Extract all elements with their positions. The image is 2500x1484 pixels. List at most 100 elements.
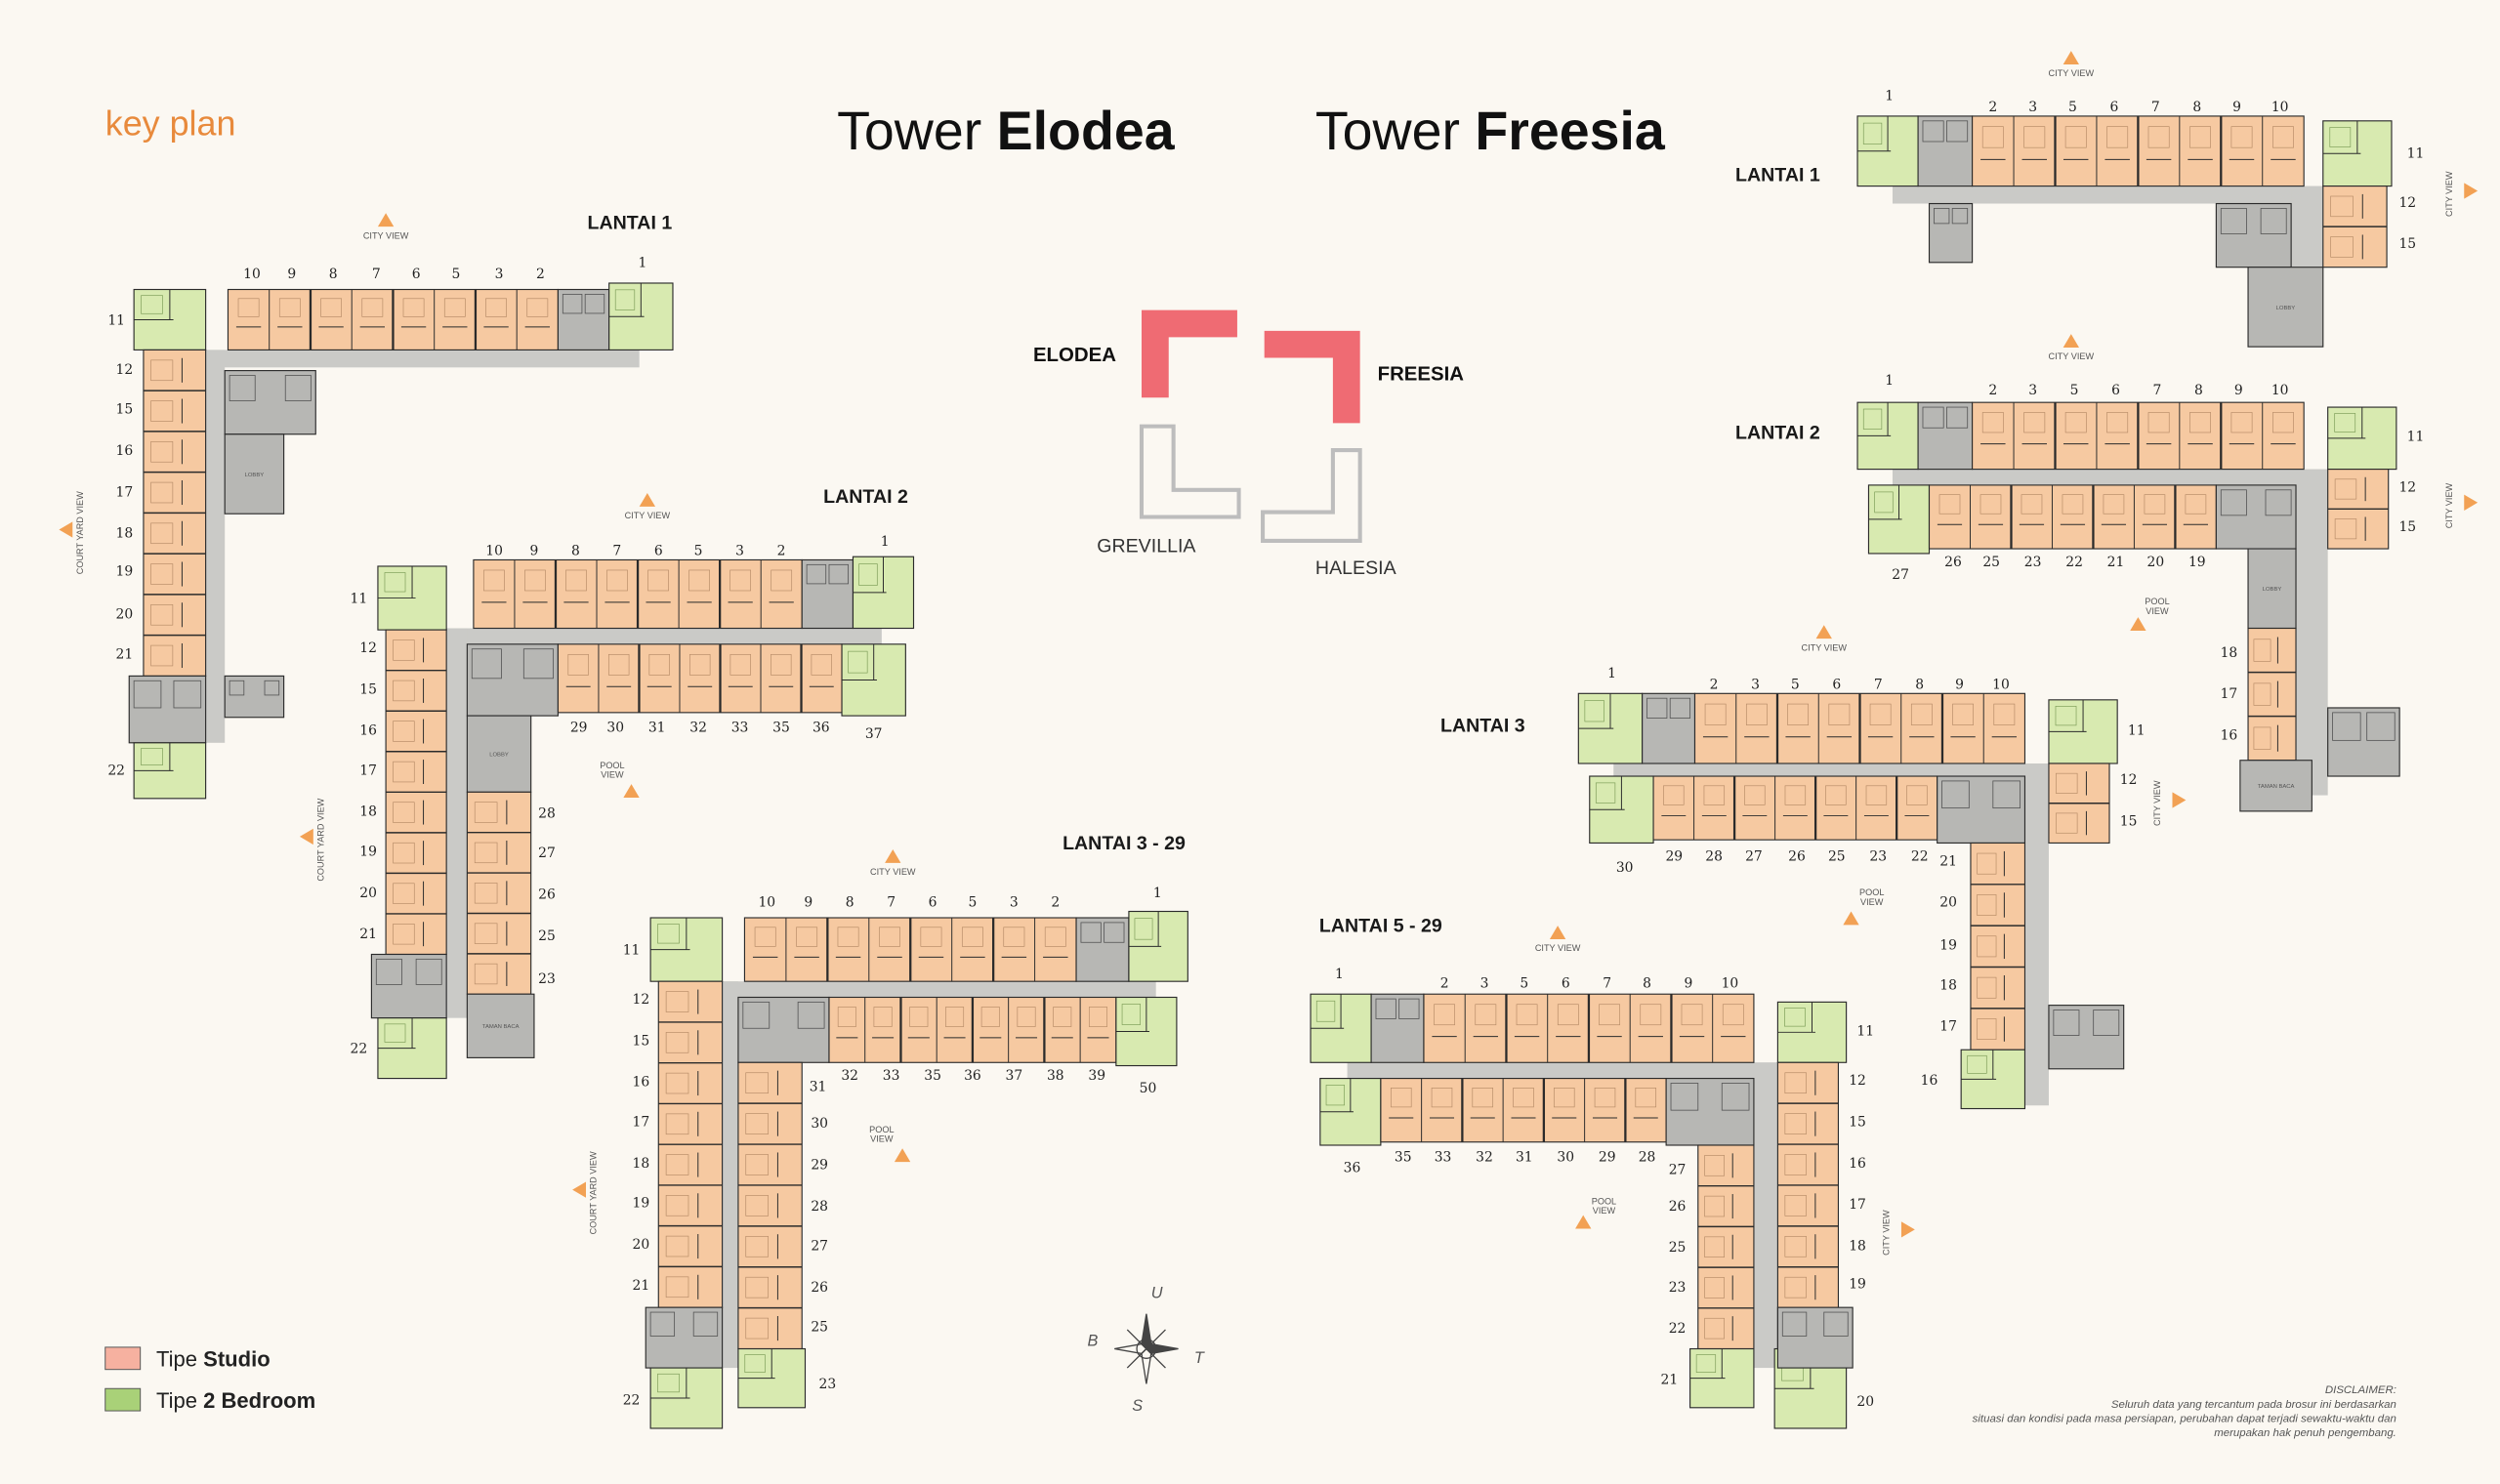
unit-number: 1 xyxy=(639,256,647,271)
bed-icon xyxy=(2253,726,2271,750)
unit-number: 22 xyxy=(107,763,125,778)
bed-icon xyxy=(1134,918,1153,940)
unit-number: 18 xyxy=(116,526,134,542)
unit-number: 27 xyxy=(1892,567,1909,583)
unit-number: 2 xyxy=(1440,976,1449,992)
service-core xyxy=(2215,484,2297,550)
elevator-icon xyxy=(2220,208,2247,234)
unit-number: 28 xyxy=(811,1199,828,1215)
studio-unit-group xyxy=(466,791,532,995)
bed-icon xyxy=(1594,1088,1616,1108)
unit-number: 15 xyxy=(359,681,377,697)
bed-icon xyxy=(2189,412,2211,433)
bed-icon xyxy=(2330,195,2354,218)
unit-number: 9 xyxy=(804,895,812,911)
studio-unit-group xyxy=(1697,1144,1755,1350)
elevator-icon xyxy=(1670,1083,1699,1111)
bed-icon xyxy=(393,639,415,661)
unit-number: 16 xyxy=(2221,728,2238,744)
bed-icon xyxy=(665,1113,689,1135)
bed-icon xyxy=(2056,812,2078,834)
bed-icon xyxy=(1434,1004,1455,1026)
unit-number: 3 xyxy=(735,544,744,559)
bed-icon xyxy=(648,653,670,676)
bed-icon xyxy=(474,883,498,904)
service-core xyxy=(2327,707,2400,777)
unit-number: 7 xyxy=(2151,100,2160,115)
unit-number: 21 xyxy=(359,927,377,942)
key-halesia-shape xyxy=(1261,448,1362,543)
service-core xyxy=(128,675,207,744)
bed-icon xyxy=(1784,1113,1807,1134)
unit-number: 23 xyxy=(2024,555,2042,570)
view-arrow-icon xyxy=(623,784,640,799)
unit-number: 36 xyxy=(812,720,830,735)
unit-number: 9 xyxy=(1685,976,1693,992)
unit-number: 6 xyxy=(412,267,421,282)
bed-icon xyxy=(1977,976,1997,999)
unit-number: 5 xyxy=(452,267,461,282)
service-core xyxy=(1937,775,2026,845)
bed-icon xyxy=(2023,126,2046,148)
service-core xyxy=(2247,548,2297,630)
bed-icon xyxy=(2147,126,2170,148)
unit-number: 11 xyxy=(107,312,125,328)
unit-number: 17 xyxy=(1849,1197,1866,1213)
bed-icon xyxy=(2055,706,2077,726)
unit-number: 32 xyxy=(689,720,707,735)
unit-number: 1 xyxy=(1885,373,1894,389)
elevator-icon xyxy=(1946,406,1969,429)
unit-number: 18 xyxy=(632,1156,649,1172)
corridor xyxy=(205,350,226,743)
legend-studio-swatch xyxy=(104,1346,142,1371)
bed-icon xyxy=(1784,1195,1807,1216)
bed-icon xyxy=(1862,408,1883,430)
service-core xyxy=(1075,917,1130,982)
elevator-icon xyxy=(471,648,502,680)
bed-icon xyxy=(2064,126,2087,148)
unit-number: 50 xyxy=(1140,1081,1157,1096)
corridor xyxy=(722,981,738,1369)
bed-icon xyxy=(443,298,466,317)
unit-number: 5 xyxy=(2070,383,2079,398)
view-arrow-icon xyxy=(2464,183,2479,199)
bed-icon xyxy=(920,927,942,947)
unit-number: 28 xyxy=(538,805,556,821)
studio-unit-group xyxy=(737,1061,803,1350)
city-view-label: CITY VIEW xyxy=(1535,943,1581,953)
elevator-icon xyxy=(1080,922,1102,943)
corridor xyxy=(2024,763,2049,1106)
pool-view-label: VIEW xyxy=(1593,1206,1616,1216)
bed-icon xyxy=(526,298,549,317)
unit-number: 16 xyxy=(1849,1156,1866,1172)
studio-unit-group xyxy=(1928,484,2217,550)
bed-icon xyxy=(2230,412,2253,433)
service-core xyxy=(801,558,854,630)
unit-number: 12 xyxy=(359,640,377,656)
bed-icon xyxy=(2147,412,2170,433)
city-view-label: CITY VIEW xyxy=(2152,780,2162,826)
bed-icon xyxy=(945,1007,965,1027)
bed-icon xyxy=(771,569,793,592)
unit-number: 19 xyxy=(2188,555,2206,570)
bed-icon xyxy=(2021,494,2043,515)
unit-number: 30 xyxy=(1616,860,1634,876)
key-halesia-label: HALESIA xyxy=(1315,557,1397,579)
compass-south: S xyxy=(1132,1397,1143,1415)
bed-icon xyxy=(2334,478,2357,500)
unit-number: 11 xyxy=(2407,429,2425,444)
disclaimer: DISCLAIMER: Seluruh data yang tercantum … xyxy=(1973,1384,2396,1439)
unit-number: 27 xyxy=(538,845,556,861)
floor-plan-title: LANTAI 2 xyxy=(1735,423,1820,444)
unit-number: 2 xyxy=(1988,100,1997,115)
bed-icon xyxy=(754,927,776,947)
unit-number: 29 xyxy=(570,720,588,735)
city-view-label: CITY VIEW xyxy=(1882,1210,1892,1256)
bed-icon xyxy=(1516,1004,1538,1026)
unit-number: 5 xyxy=(694,544,703,559)
bed-icon xyxy=(745,1072,769,1094)
unit-number: 30 xyxy=(811,1116,828,1132)
pool-view-label: POOL xyxy=(869,1125,894,1134)
legend-studio-prefix: Tipe xyxy=(156,1346,197,1371)
key-plan-diagram: ELODEA FREESIA GREVILLIA HALESIA xyxy=(1033,309,1464,579)
